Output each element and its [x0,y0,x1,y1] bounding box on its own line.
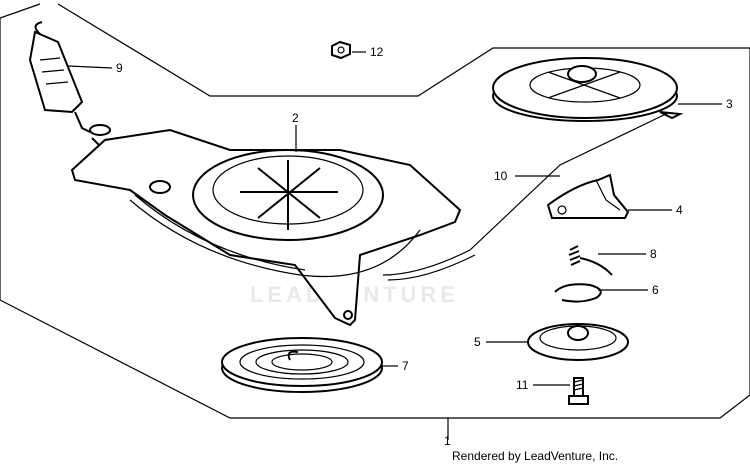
part-4-ratchet[interactable] [546,173,630,220]
callout-11: 11 [516,378,529,392]
part-10-starter-rope[interactable] [382,112,669,276]
callout-3: 3 [726,97,733,111]
callout-8: 8 [650,247,657,261]
leader-9 [67,65,113,69]
part-9-starter-grip[interactable] [28,21,111,151]
callout-10: 10 [494,169,508,183]
part-7-recoil-spring[interactable] [221,337,383,393]
part-5-friction-plate[interactable] [527,323,629,361]
callout-12: 12 [370,45,384,59]
assembly-boundary [0,3,750,419]
part-11-bolt[interactable] [568,377,589,405]
callout-1: 1 [444,434,451,448]
callout-2: 2 [292,111,299,125]
callout-7: 7 [402,359,409,373]
part-3-recoil-pulley[interactable] [492,57,684,122]
callout-4: 4 [676,203,683,217]
callout-6: 6 [652,283,659,297]
part-6-friction-spring[interactable] [554,283,602,303]
part-12-nut[interactable] [331,40,351,60]
credit-text: Rendered by LeadVenture, Inc. [452,449,618,463]
callout-5: 5 [474,335,481,349]
part-2-starter-housing[interactable] [70,128,462,327]
part-8-ratchet-spring[interactable] [568,245,613,276]
callout-9: 9 [116,61,123,75]
